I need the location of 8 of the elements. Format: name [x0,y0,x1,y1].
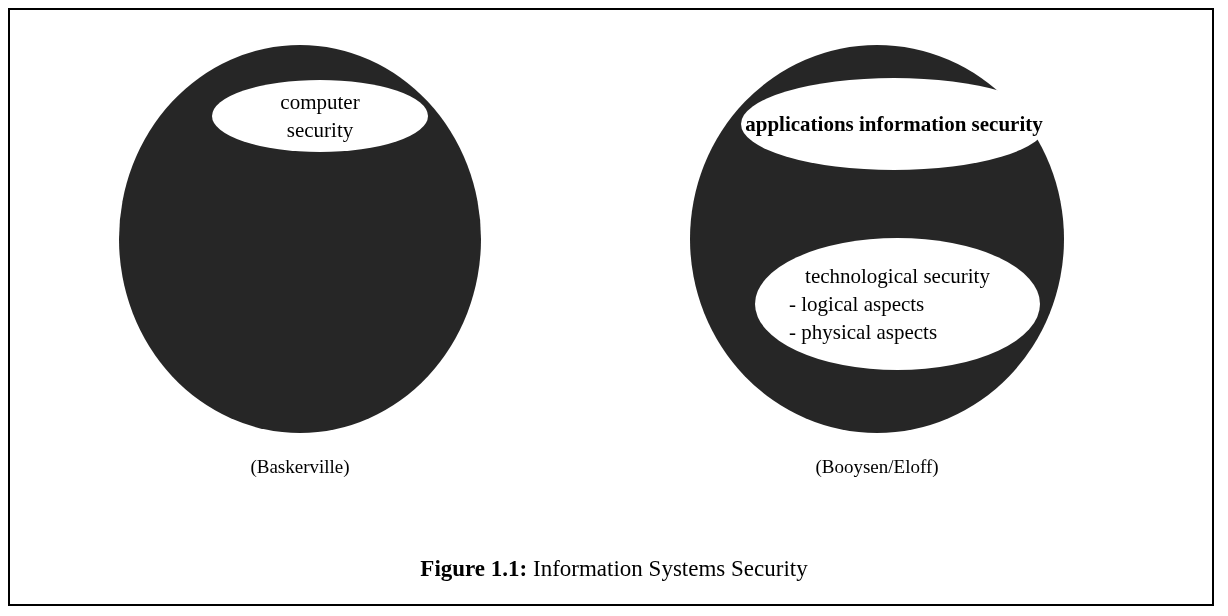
source-label: (Booysen/Eloff) [814,455,940,479]
figure-caption: Figure 1.1: Information Systems Security [419,555,809,583]
ellipse-label: technological security [805,263,990,290]
ellipse-label: - physical aspects [788,319,938,346]
ellipse-label: - logical aspects [788,291,925,318]
ellipse-label: computer security [279,89,361,144]
source-label: (Baskerville) [249,455,351,479]
ellipse-label: applications information security [745,111,1043,138]
